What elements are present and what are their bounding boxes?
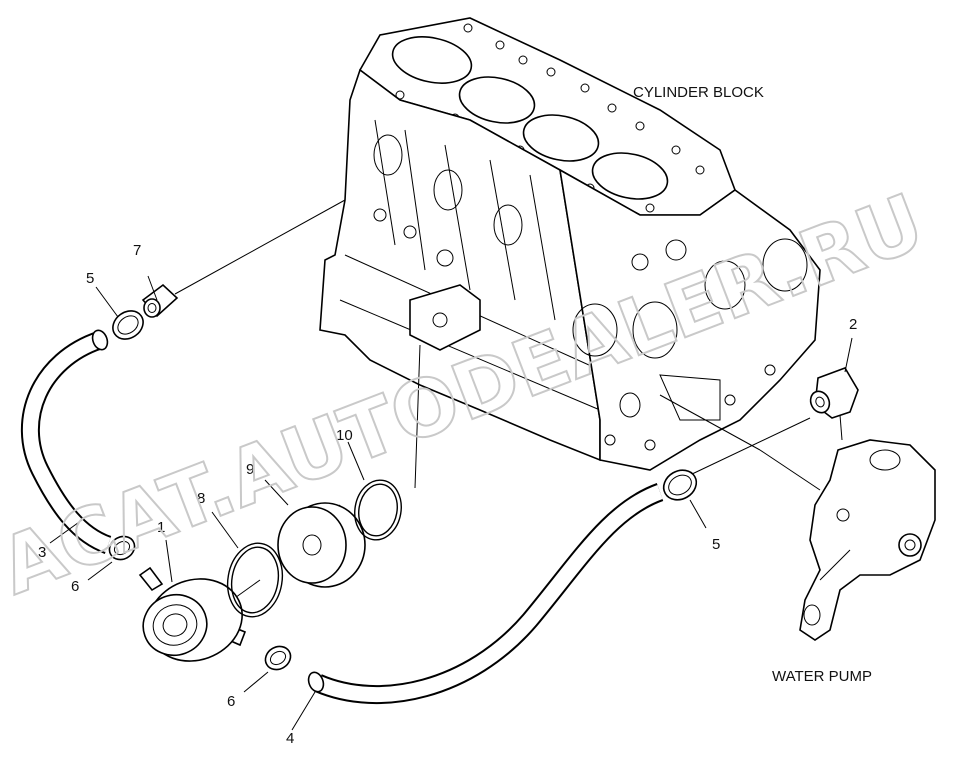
cylinder-block (319, 17, 821, 471)
part-6-clamp-lower (243, 645, 292, 693)
callout-3: 3 (38, 544, 46, 561)
callout-9: 9 (246, 461, 254, 478)
part-5-clamp-upper (95, 286, 144, 340)
part-5-clamp-right (662, 469, 707, 529)
caption-cylinder-block: CYLINDER BLOCK (633, 84, 764, 101)
part-7-nipple (141, 275, 179, 318)
caption-water-pump: WATER PUMP (772, 668, 872, 685)
callout-5-right: 5 (712, 536, 720, 553)
callout-7: 7 (133, 242, 141, 259)
part-2-elbow (809, 337, 859, 441)
part-3-hose (20, 329, 112, 554)
part-9-plate (264, 479, 366, 588)
callout-10: 10 (336, 427, 353, 444)
callout-5-upper: 5 (86, 270, 94, 287)
part-1-oil-cooler (138, 539, 247, 662)
callout-4: 4 (286, 730, 294, 747)
part-10-o-ring (347, 441, 402, 541)
part-4-hose (291, 483, 664, 731)
callout-1: 1 (157, 519, 165, 536)
part-6-clamp-left (87, 535, 136, 581)
callout-6-lower: 6 (227, 693, 235, 710)
callout-2: 2 (849, 316, 857, 333)
water-pump (799, 439, 936, 641)
callout-6-left: 6 (71, 578, 79, 595)
part-8-o-ring (211, 511, 284, 618)
callout-8: 8 (197, 490, 205, 507)
